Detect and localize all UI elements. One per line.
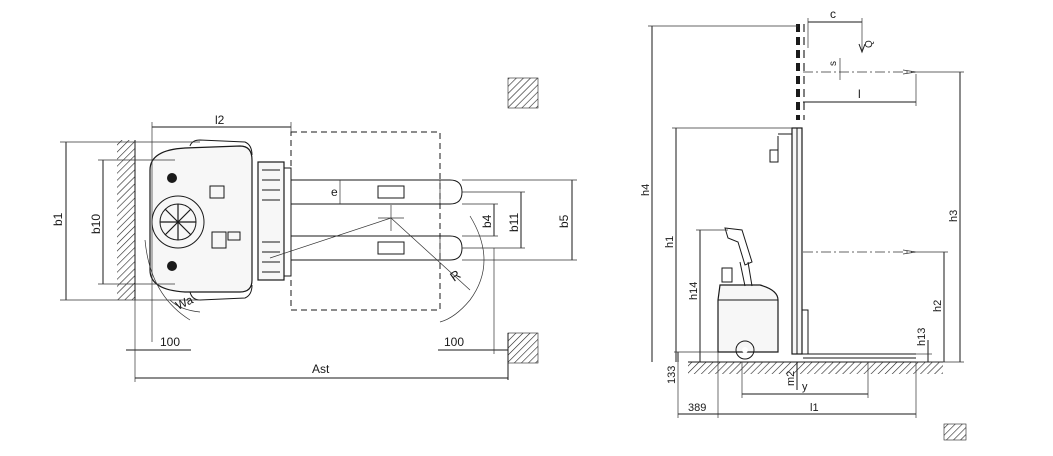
side-view: c Q s l h4 h1 h3 h14 h2 h13 [640,7,967,441]
label-h13: h13 [916,328,928,346]
truck-body-top [149,139,292,301]
wall-hatch-left [117,140,135,300]
mast-top [257,161,285,281]
wheel-spokes [160,204,196,240]
label-h4: h4 [640,184,652,196]
label-b5: b5 [557,214,571,228]
label-b10: b10 [89,214,103,234]
label-Wa: Wa [173,292,195,312]
label-c: c [830,7,836,21]
label-b11: b11 [507,213,521,232]
label-l: l [858,87,861,101]
label-h2: h2 [932,300,944,312]
label-133: 133 [666,366,678,384]
top-view: l2 b1 b10 e b4 b11 b5 R Wa 100 [51,77,577,382]
label-h14: h14 [688,282,700,300]
label-m2: m2 [785,371,797,386]
pallet-outline [290,131,441,311]
label-Ast: Ast [312,362,330,376]
hatch-swatch-side [943,423,967,441]
drive-wheel-side [735,340,755,360]
hatch-swatch-top [507,77,539,109]
label-clearance-right: 100 [444,335,464,349]
label-b4: b4 [480,214,494,228]
label-e: e [331,185,338,199]
fork-lower [291,235,463,261]
label-l1: l1 [810,402,819,414]
mast-extended [796,24,805,120]
label-clearance-left: 100 [160,335,180,349]
label-h3: h3 [948,210,960,222]
label-l2: l2 [215,113,225,127]
label-Q: Q [864,40,875,48]
label-389: 389 [688,402,706,414]
label-y: y [802,381,808,393]
label-h1: h1 [664,236,676,248]
label-b1: b1 [51,212,65,226]
truck-body-side [717,133,792,360]
floor-hatch [688,362,943,374]
fork-upper [291,179,463,205]
hatch-swatch-aisle [507,332,539,364]
label-s: s [828,61,839,66]
